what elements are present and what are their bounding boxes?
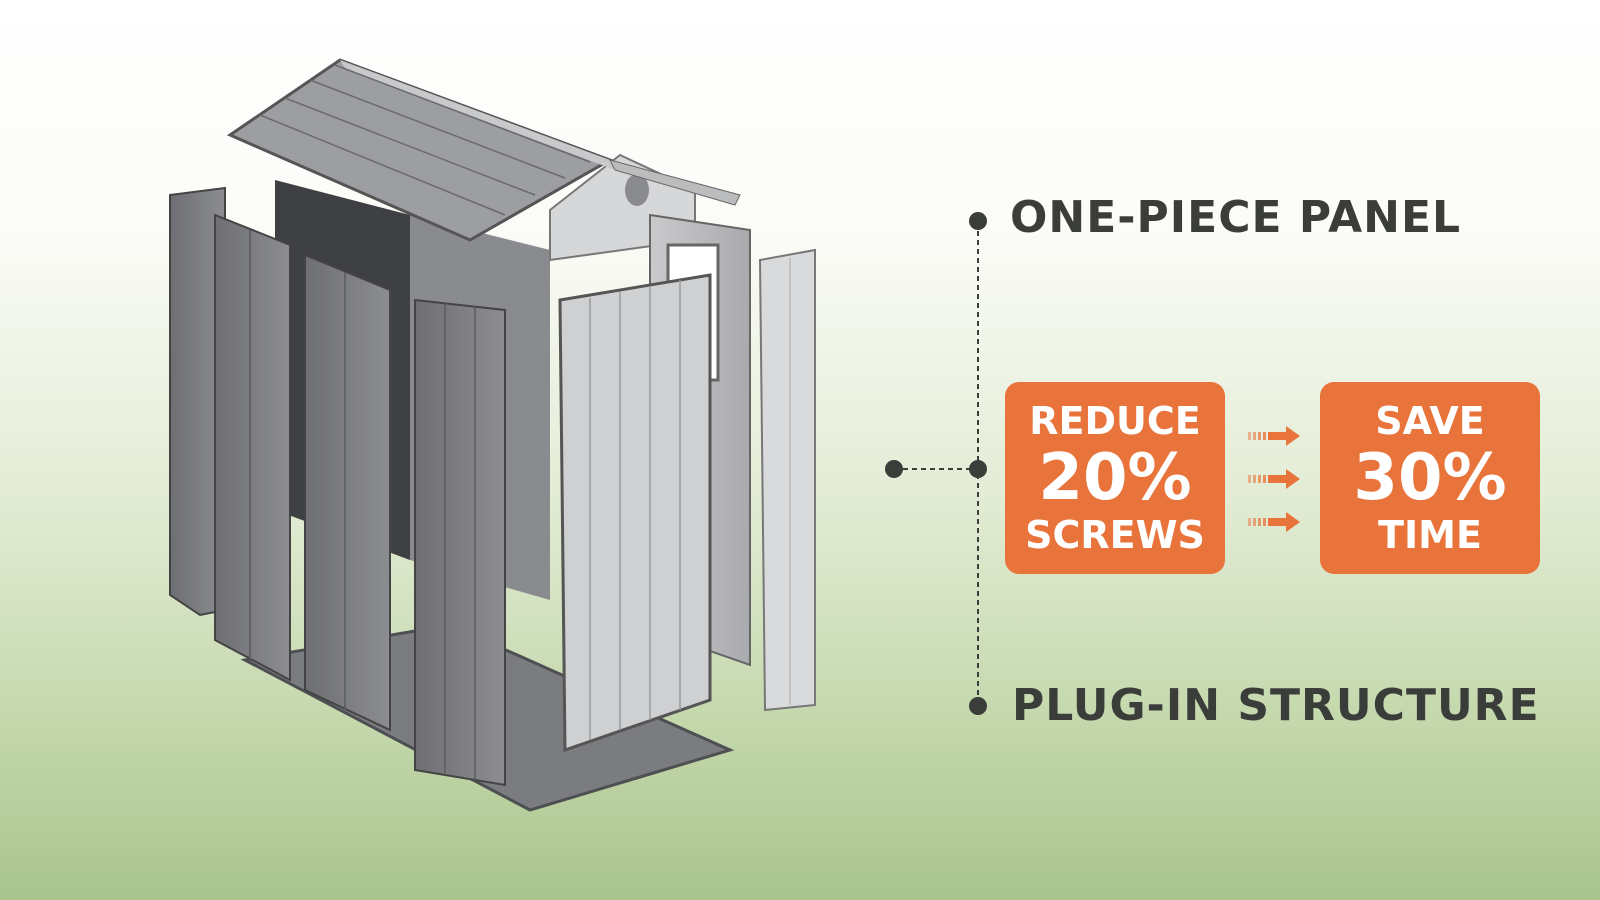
benefit-value: 20% (1038, 441, 1192, 515)
benefit-value: 30% (1353, 441, 1507, 515)
arrow-right-icon (1248, 512, 1300, 532)
arrow-right-icon (1248, 426, 1300, 446)
benefit-bottom: SCREWS (1025, 513, 1205, 557)
arrow-right-icon (1248, 469, 1300, 489)
benefit-card-time: SAVE 30% TIME (1320, 382, 1540, 574)
benefit-card-screws: REDUCE 20% SCREWS (1005, 382, 1225, 574)
bullet-dot (885, 460, 903, 478)
benefit-bottom: TIME (1378, 513, 1482, 557)
benefit-top: REDUCE (1029, 399, 1201, 443)
shed-exploded-illustration (169, 58, 816, 812)
bullet-dot (969, 460, 987, 478)
bullet-dot (969, 697, 987, 715)
benefit-top: SAVE (1375, 399, 1485, 443)
bullet-dot (969, 212, 987, 230)
feature-plug-in-structure: PLUG-IN STRUCTURE (1012, 680, 1540, 731)
feature-one-piece-panel: ONE-PIECE PANEL (1010, 192, 1462, 243)
